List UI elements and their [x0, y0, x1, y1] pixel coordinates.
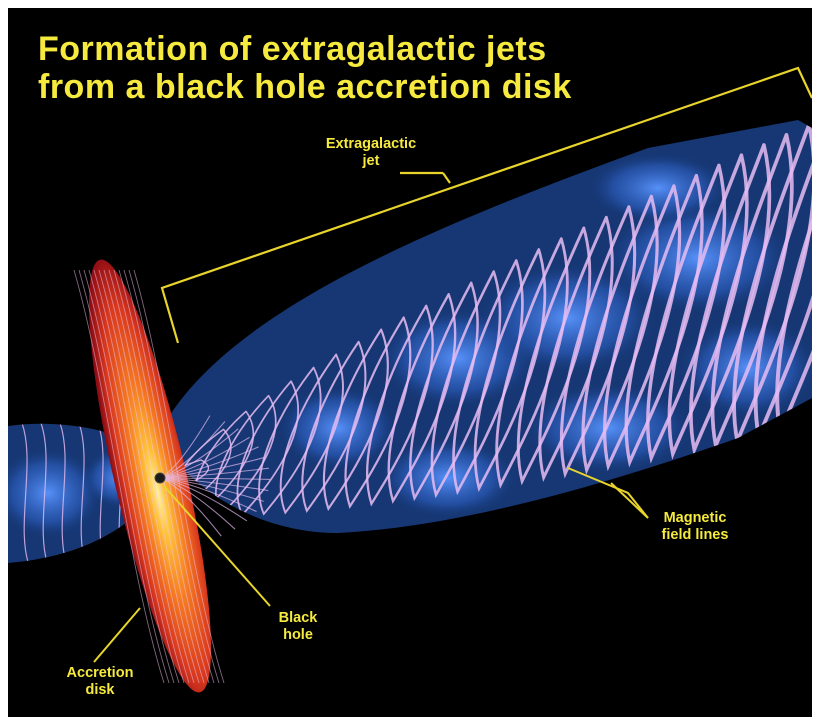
accretion-disk-label: Accretion disk [50, 665, 150, 699]
accretion-disk-label-line-2: disk [50, 682, 150, 699]
black-hole-label: Black hole [258, 610, 338, 644]
black-hole-label-line-2: hole [258, 627, 338, 644]
magnetic-field-lines-label: Magnetic field lines [640, 510, 750, 544]
extragalactic-jet-label-line-2: jet [301, 153, 441, 170]
magnetic-field-lines-label-line-1: Magnetic [640, 510, 750, 527]
extragalactic-jet-label: Extragalactic jet [301, 136, 441, 170]
page-title-line-2: from a black hole accretion disk [38, 68, 572, 107]
accretion-disk-leader-line [94, 608, 140, 662]
black-hole [155, 473, 165, 483]
extragalactic-jet [151, 105, 812, 533]
jet-illustration [8, 8, 812, 717]
black-hole-label-line-1: Black [258, 610, 338, 627]
page-title-line-1: Formation of extragalactic jets [38, 30, 547, 69]
extragalactic-jet-label-line-1: Extragalactic [301, 136, 441, 153]
accretion-disk-label-line-1: Accretion [50, 665, 150, 682]
magnetic-field-lines-label-line-2: field lines [640, 527, 750, 544]
illustration-frame: Formation of extragalactic jets from a b… [8, 8, 812, 717]
